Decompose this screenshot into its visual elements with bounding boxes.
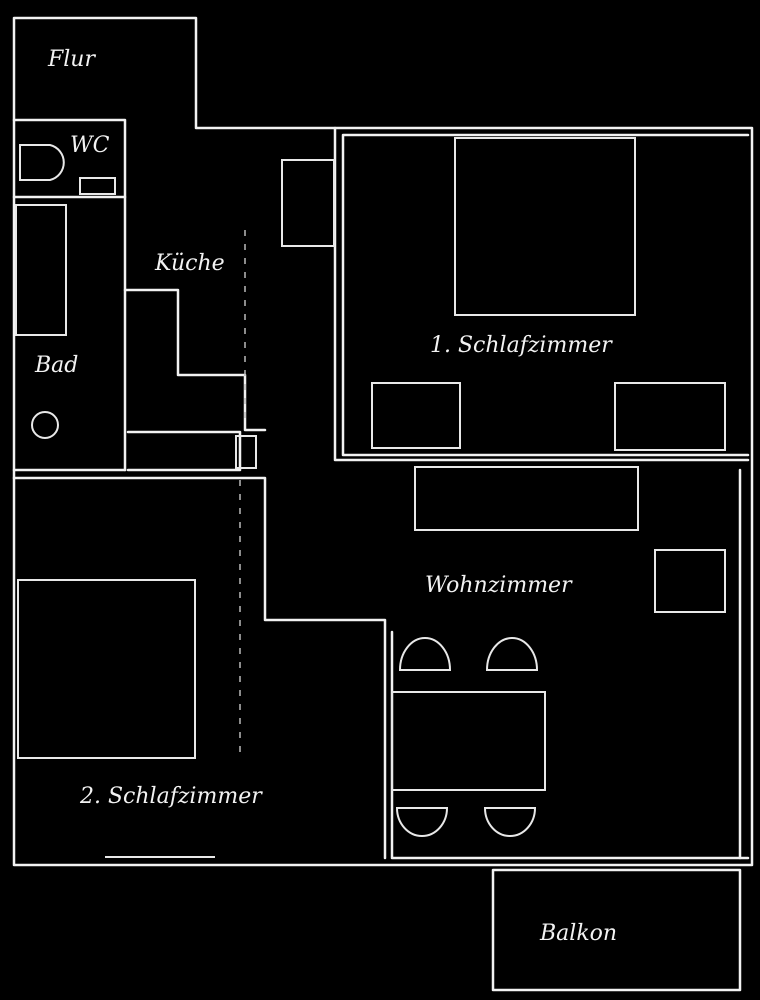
chair-icon — [485, 637, 539, 671]
sofa — [414, 466, 639, 531]
label-wohnzimmer: Wohnzimmer — [425, 573, 573, 598]
bed-1 — [454, 137, 636, 316]
label-bad: Bad — [34, 353, 78, 378]
balcony — [491, 868, 742, 992]
dining-table — [391, 691, 546, 791]
label-flur: Flur — [47, 47, 96, 72]
room-labels: Flur WC Küche Bad 1. Schlafzimmer Wohnzi… — [34, 47, 617, 946]
bath-sink-icon — [31, 411, 59, 439]
fridge — [235, 435, 257, 469]
toilet-icon — [19, 144, 65, 181]
label-balkon: Balkon — [539, 921, 617, 946]
kitchen-cabinet — [281, 159, 335, 247]
living-cabinet — [654, 549, 726, 613]
nightstand-left — [371, 382, 461, 449]
wc-sink-icon — [79, 177, 116, 195]
label-kueche: Küche — [154, 251, 225, 276]
label-schlafzimmer-2: 2. Schlafzimmer — [79, 784, 263, 809]
label-wc: WC — [70, 133, 110, 158]
bed-2 — [17, 579, 196, 759]
chair-icon — [483, 807, 537, 837]
label-schlafzimmer-1: 1. Schlafzimmer — [430, 333, 613, 358]
fixtures — [15, 137, 742, 992]
chair-icon — [398, 637, 452, 671]
bathtub-icon — [15, 204, 67, 336]
outer-walls — [12, 16, 754, 867]
nightstand-right — [614, 382, 726, 451]
chair-icon — [395, 807, 449, 837]
